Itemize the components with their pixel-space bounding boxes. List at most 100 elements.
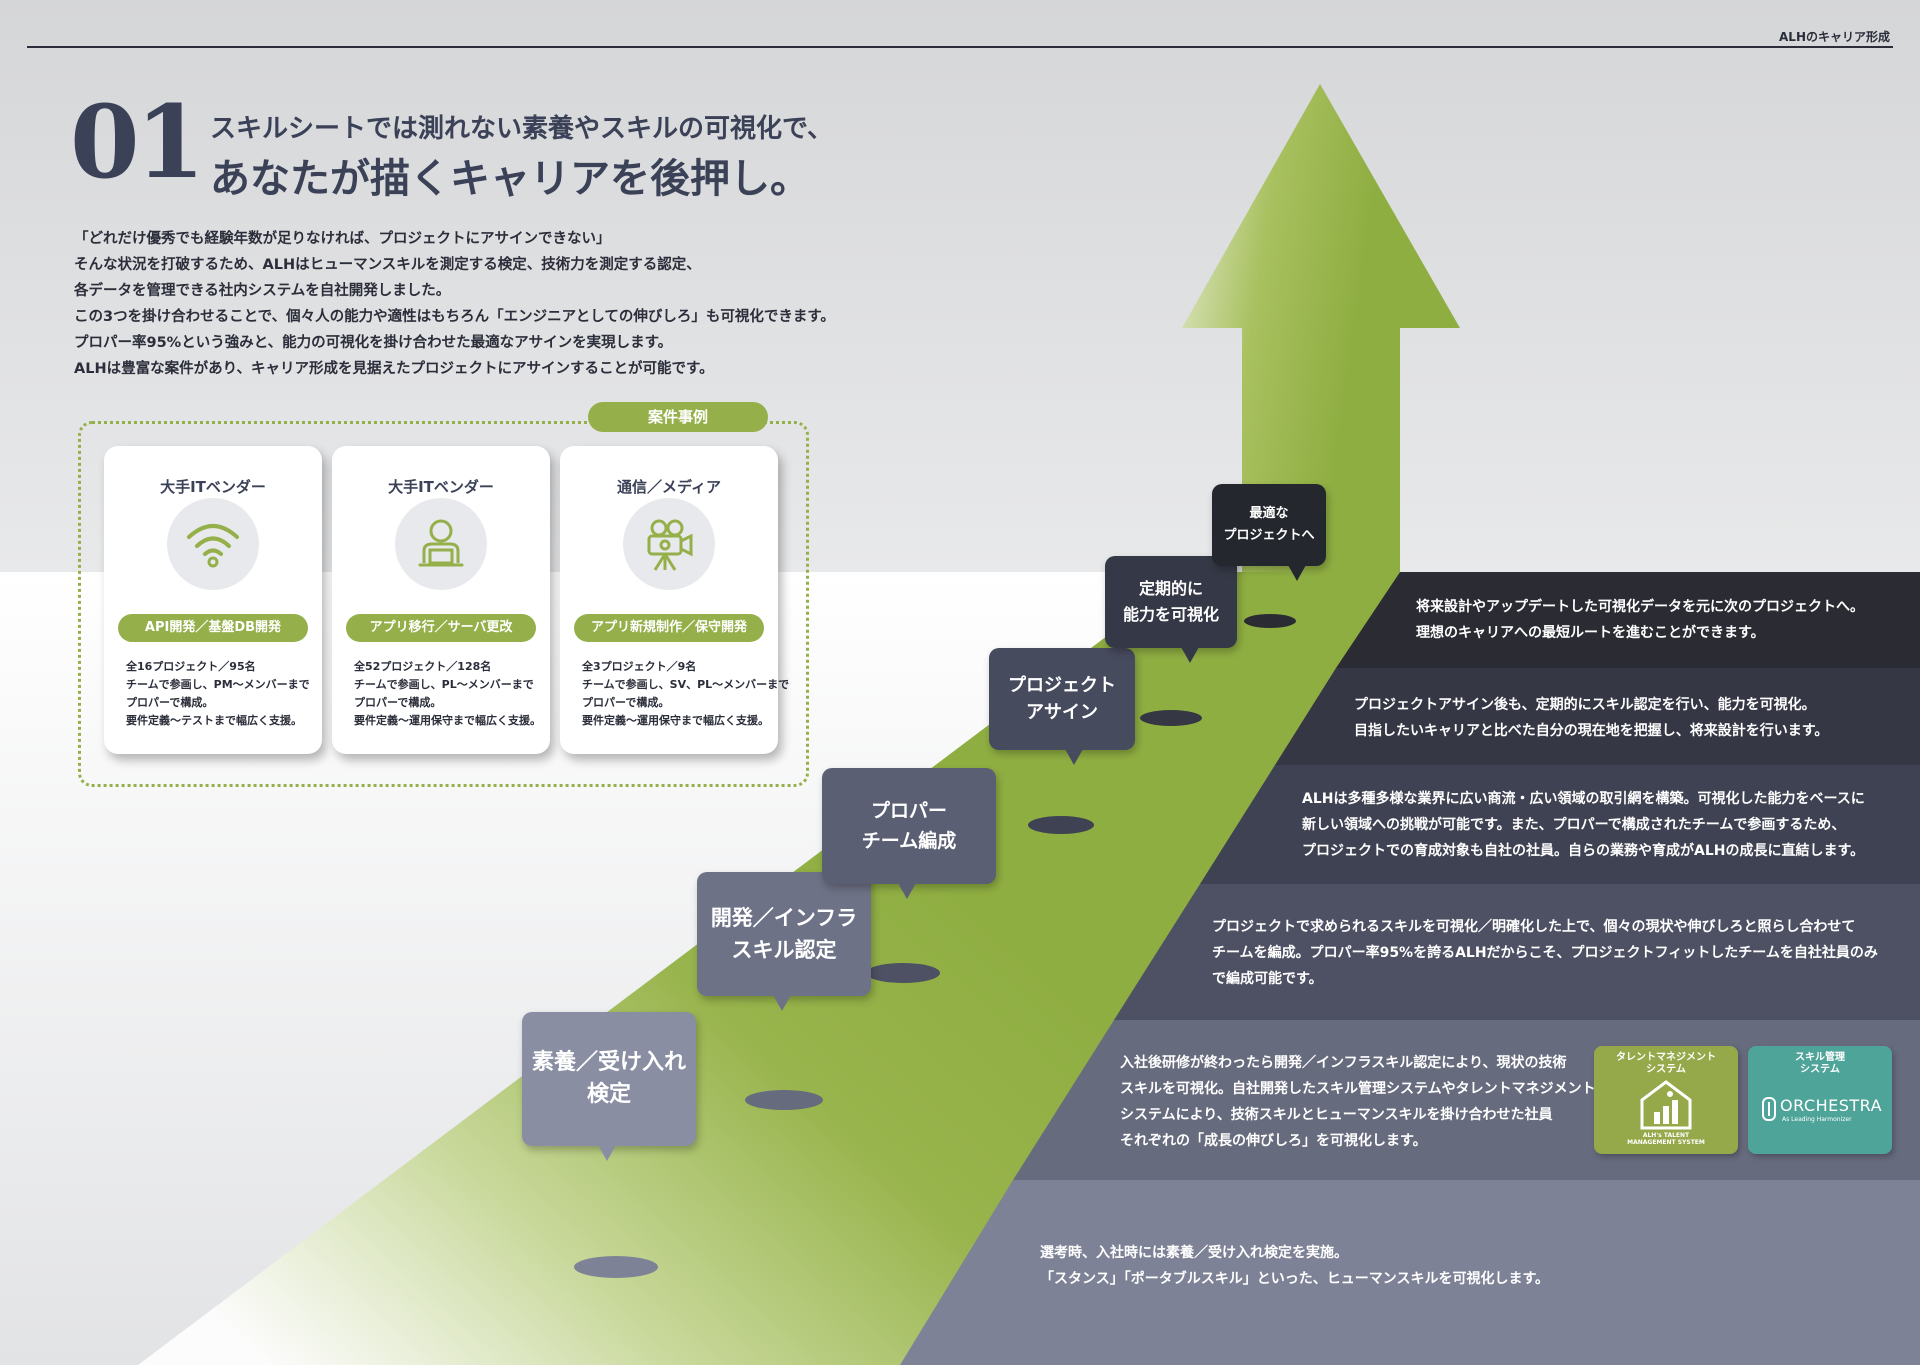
case-tag: API開発／基盤DB開発 <box>118 614 308 642</box>
wifi-icon <box>167 498 259 590</box>
case-desc-line: 全52プロジェクト／128名 <box>354 660 492 673</box>
band-text-aptitude: 選考時、入社時には素養／受け入れ検定を実施。 「スタンス」「ポータブルスキル」と… <box>1040 1240 1549 1292</box>
case-tag: アプリ新規制作／保守開発 <box>574 614 764 642</box>
case-card: 通信／メディア アプリ新規制作／保守開発 全3プロジェクト／9名 チームで参画し… <box>560 446 789 754</box>
case-desc-line: プロパーで構成。 <box>354 696 442 709</box>
band-line: 「スタンス」「ポータブルスキル」といった、ヒューマンスキルを可視化します。 <box>1040 1271 1550 1287</box>
step-team-formation: プロパー チーム編成 <box>822 768 996 899</box>
band-line: 理想のキャリアへの最短ルートを進むことができます。 <box>1416 625 1765 641</box>
header-rule <box>27 46 1893 48</box>
band-line: 新しい領域への挑戦が可能です。また、プロパーで構成されたチームで参画するため、 <box>1302 817 1846 833</box>
case-card: 大手ITベンダー アプリ移行／サーバ更改 全52プロジェクト／128名 チームで… <box>332 446 550 754</box>
skill-title-line: システム <box>1800 1064 1840 1075</box>
case-desc-line: チームで参画し、PM〜メンバーまで <box>126 678 310 691</box>
case-description: 全3プロジェクト／9名 チームで参画し、SV、PL〜メンバーまで プロパーで構成… <box>582 658 789 730</box>
video-camera-icon <box>623 498 715 590</box>
intro-line: プロパー率95%という強みと、能力の可視化を掛け合わせた最適なアサインを実現しま… <box>74 335 673 351</box>
skill-title-line: スキル管理 <box>1795 1052 1845 1063</box>
step-shadow <box>1028 816 1094 834</box>
band-text-skill: 入社後研修が終わったら開発／インフラスキル認定により、現状の技術 スキルを可視化… <box>1120 1050 1596 1154</box>
case-tag: アプリ移行／サーバ更改 <box>346 614 536 642</box>
step-label: プロパー <box>870 800 947 822</box>
talent-caption-line: MANAGEMENT SYSTEM <box>1627 1139 1705 1146</box>
band-line: スキルを可視化。自社開発したスキル管理システムやタレントマネジメント <box>1120 1081 1596 1097</box>
intro-text: 「どれだけ優秀でも経験年数が足りなければ、プロジェクトにアサインできない」 そん… <box>74 226 835 382</box>
band-text-team: プロジェクトで求められるスキルを可視化／明確化した上で、個々の現状や伸びしろと照… <box>1212 914 1878 992</box>
header-label: ALHのキャリア形成 <box>1779 30 1890 44</box>
intro-line: 各データを管理できる社内システムを自社開発しました。 <box>74 283 451 299</box>
case-card: 大手ITベンダー API開発／基盤DB開発 全16プロジェクト／95名 チームで… <box>104 446 322 754</box>
band-line: システムにより、技術スキルとヒューマンスキルを掛け合わせた社員 <box>1120 1107 1553 1123</box>
step-label: プロジェクト <box>1008 675 1116 696</box>
section-number: 01 <box>70 83 205 201</box>
band-line: それぞれの「成長の伸びしろ」を可視化します。 <box>1120 1133 1427 1149</box>
band-text-assign: ALHは多種多様な業界に広い商流・広い領域の取引網を構築。可視化した能力をベース… <box>1302 786 1865 864</box>
person-laptop-icon <box>395 498 487 590</box>
step-aptitude-test: 素養／受け入れ 検定 <box>522 1012 696 1161</box>
cases-title: 案件事例 <box>588 402 768 432</box>
band-line: チームを編成。プロパー率95%を誇るALHだからこそ、プロジェクトフィットしたチ… <box>1212 945 1878 961</box>
house-chart-icon <box>1640 1080 1692 1130</box>
case-desc-line: チームで参画し、SV、PL〜メンバーまで <box>582 678 790 691</box>
step-label: 定期的に <box>1138 579 1203 598</box>
talent-title-line: システム <box>1646 1064 1686 1075</box>
band-line: ALHは多種多様な業界に広い商流・広い領域の取引網を構築。可視化した能力をベース… <box>1302 791 1865 807</box>
step-label: 検定 <box>586 1082 631 1107</box>
case-desc-line: プロパーで構成。 <box>126 696 214 709</box>
case-category: 大手ITベンダー <box>388 478 494 496</box>
band-line: 将来設計やアップデートした可視化データを元に次のプロジェクトへ。 <box>1416 599 1864 615</box>
step-label: 最適な <box>1249 506 1289 521</box>
step-shadow <box>866 963 940 983</box>
case-desc-line: 全3プロジェクト／9名 <box>582 660 697 673</box>
orchestra-brand: ORCHESTRA <box>1780 1096 1883 1115</box>
step-periodic-visualization: 定期的に 能力を可視化 <box>1105 556 1237 663</box>
talent-caption-line: ALH's TALENT <box>1642 1132 1690 1139</box>
step-shadow <box>1244 614 1296 628</box>
case-description: 全52プロジェクト／128名 チームで参画し、PL〜メンバーまで プロパーで構成… <box>354 658 541 730</box>
headline-sub: スキルシートでは測れない素養やスキルの可視化で、 <box>210 114 833 144</box>
skill-management-card: スキル管理 システム ORCHESTRA As Leading Harmoniz… <box>1748 1046 1892 1154</box>
band-line: 目指したいキャリアと比べた自分の現在地を把握し、将来設計を行います。 <box>1354 723 1829 739</box>
talent-title-line: タレントマネジメント <box>1616 1052 1716 1063</box>
step-skill-certification: 開発／インフラ スキル認定 <box>697 872 871 1011</box>
band-text-periodic: プロジェクトアサイン後も、定期的にスキル認定を行い、能力を可視化。 目指したいキ… <box>1354 692 1828 744</box>
intro-line: ALHは豊富な案件があり、キャリア形成を見据えたプロジェクトにアサインすることが… <box>74 361 714 377</box>
headline-main: あなたが描くキャリアを後押し。 <box>210 155 810 202</box>
intro-line: そんな状況を打破するため、ALHはヒューマンスキルを測定する検定、技術力を測定す… <box>74 257 701 273</box>
orchestra-logo-icon <box>1762 1097 1776 1121</box>
skill-card-title: スキル管理 システム <box>1748 1052 1892 1076</box>
case-desc-line: チームで参画し、PL〜メンバーまで <box>354 678 534 691</box>
case-description: 全16プロジェクト／95名 チームで参画し、PM〜メンバーまで プロパーで構成。… <box>126 658 310 730</box>
talent-management-card: タレントマネジメント システム ALH's TALENT MANAGEMENT … <box>1594 1046 1738 1154</box>
band-line: プロジェクトでの育成対象も自社の社員。自らの業務や育成がALHの成長に直結します… <box>1302 843 1865 859</box>
band-line: 選考時、入社時には素養／受け入れ検定を実施。 <box>1040 1245 1348 1261</box>
case-desc-line: 要件定義〜運用保守まで幅広く支援。 <box>354 714 541 727</box>
talent-card-caption: ALH's TALENT MANAGEMENT SYSTEM <box>1594 1132 1738 1146</box>
band-text-optimal: 将来設計やアップデートした可視化データを元に次のプロジェクトへ。 理想のキャリア… <box>1416 594 1864 646</box>
step-shadow <box>1140 710 1202 726</box>
step-label: プロジェクトへ <box>1223 528 1315 543</box>
step-label: 素養／受け入れ <box>531 1050 686 1075</box>
case-category: 大手ITベンダー <box>160 478 266 496</box>
step-project-assign: プロジェクト アサイン <box>989 648 1135 765</box>
case-desc-line: プロパーで構成。 <box>582 696 670 709</box>
step-label: アサイン <box>1026 702 1098 723</box>
step-label: チーム編成 <box>861 830 957 852</box>
step-label: 開発／インフラ <box>710 906 858 930</box>
step-label: 能力を可視化 <box>1122 605 1219 624</box>
band-line: 入社後研修が終わったら開発／インフラスキル認定により、現状の技術 <box>1120 1055 1567 1071</box>
talent-card-title: タレントマネジメント システム <box>1594 1052 1738 1076</box>
band-line: プロジェクトで求められるスキルを可視化／明確化した上で、個々の現状や伸びしろと照… <box>1212 919 1856 935</box>
orchestra-tagline: As Leading Harmonizer <box>1782 1116 1852 1123</box>
step-shadow <box>574 1256 658 1278</box>
case-category: 通信／メディア <box>617 478 721 496</box>
step-label: スキル認定 <box>731 938 837 962</box>
intro-line: 「どれだけ優秀でも経験年数が足りなければ、プロジェクトにアサインできない」 <box>74 231 611 247</box>
band-line: プロジェクトアサイン後も、定期的にスキル認定を行い、能力を可視化。 <box>1354 697 1816 713</box>
intro-line: この3つを掛け合わせることで、個々人の能力や適性はもちろん「エンジニアとしての伸… <box>74 309 835 325</box>
band-line: で編成可能です。 <box>1212 971 1323 987</box>
step-shadow <box>745 1090 823 1110</box>
case-desc-line: 要件定義〜運用保守まで幅広く支援。 <box>582 714 769 727</box>
case-desc-line: 全16プロジェクト／95名 <box>126 660 256 673</box>
